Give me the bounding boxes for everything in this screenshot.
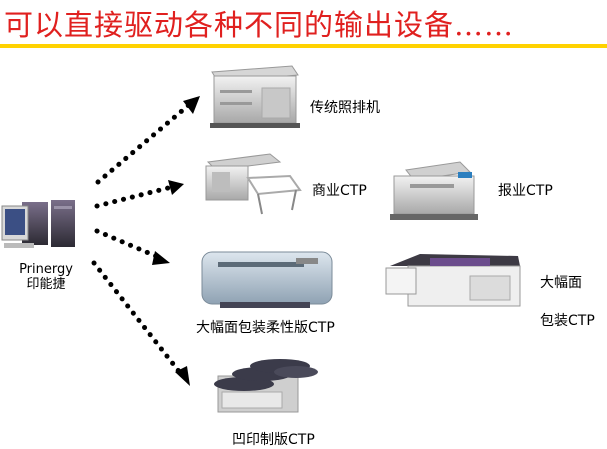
workstation-icon [1,200,75,248]
newspaper-ctp-label: 报业CTP [498,183,553,199]
imagesetter-image [210,65,300,128]
arrow-to-gravure-ctp [91,260,184,377]
commercial-ctp-label: 商业CTP [312,183,367,199]
large-packaging-label-line1: 大幅面 [540,275,582,291]
imagesetter-label: 传统照排机 [310,100,380,116]
gravure-ctp-image [214,359,318,413]
arrow-to-flexo-ctp [94,228,161,260]
commercial-ctp-image [205,153,302,215]
prinergy-label: Prinergy 印能捷 [2,262,90,292]
large-packaging-label-line2: 包装CTP [540,313,595,329]
arrow-to-imagesetter [95,101,193,185]
newspaper-ctp-image [390,161,478,220]
large-packaging-ctp-image [385,254,521,307]
prinergy-label-name: Prinergy [19,262,73,277]
page-title: 可以直接驱动各种不同的输出设备…… [4,8,515,42]
flexo-ctp-label: 大幅面包装柔性版CTP [196,320,335,336]
flexo-ctp-image [201,251,333,308]
title-underline [0,44,607,48]
arrow-to-commercial-ctp [94,184,175,209]
gravure-ctp-label: 凹印制版CTP [232,432,315,448]
prinergy-label-cn: 印能捷 [26,277,66,292]
